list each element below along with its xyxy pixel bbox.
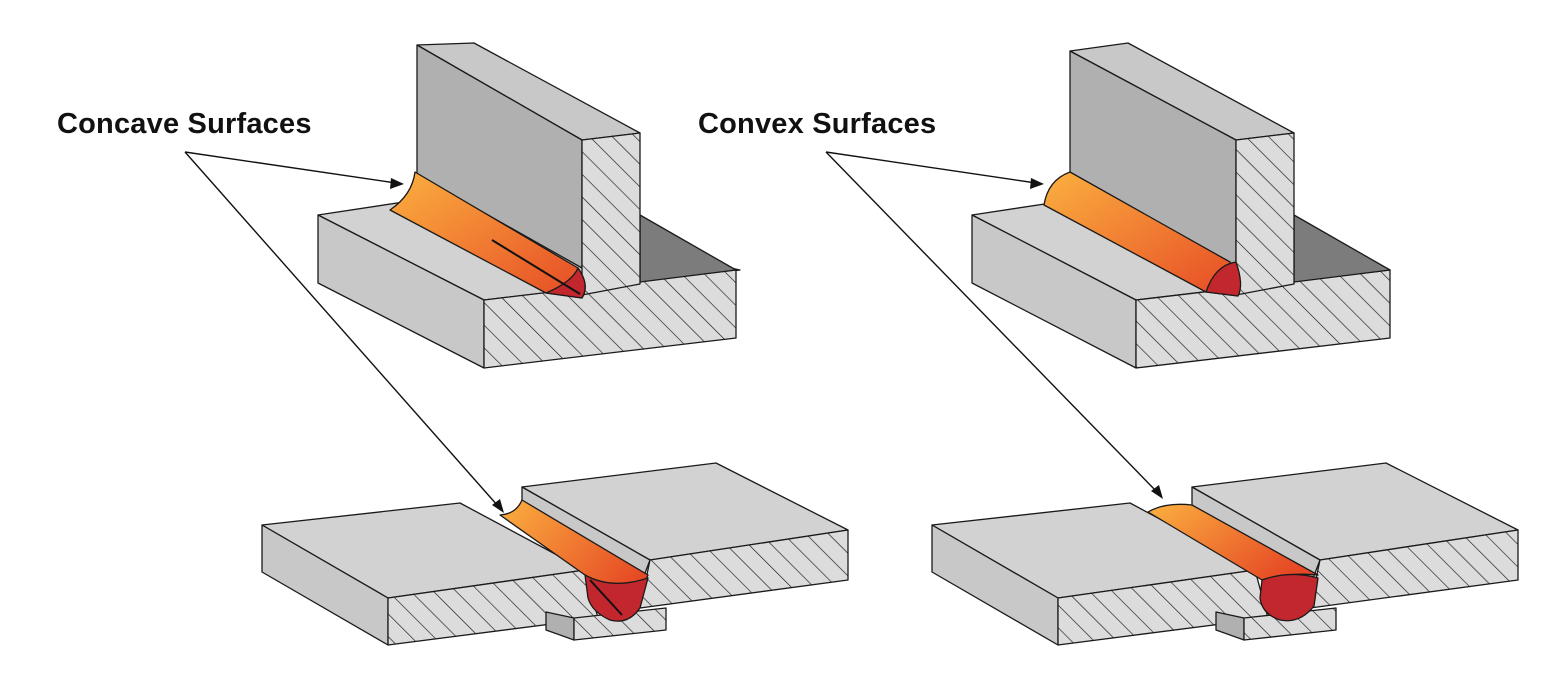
upright-section: [1235, 132, 1295, 296]
concave-leader-lines: [184, 151, 504, 513]
weld-cap-concave: [584, 574, 649, 622]
weld-cap-convex: [1205, 261, 1242, 297]
concave-fillet-t-joint: [317, 42, 741, 369]
concave-surfaces-label: Concave Surfaces: [57, 108, 312, 140]
recess-shadow: [639, 214, 737, 283]
convex-butt-joint: [931, 462, 1519, 646]
concave-butt-joint: [261, 462, 849, 646]
recess-shadow: [1293, 214, 1391, 283]
weld-cap-convex: [1259, 573, 1319, 622]
convex-fillet-t-joint: [971, 42, 1391, 369]
convex-leader-lines: [825, 151, 1163, 499]
upright-section: [581, 132, 641, 296]
convex-surfaces-label: Convex Surfaces: [698, 108, 937, 140]
